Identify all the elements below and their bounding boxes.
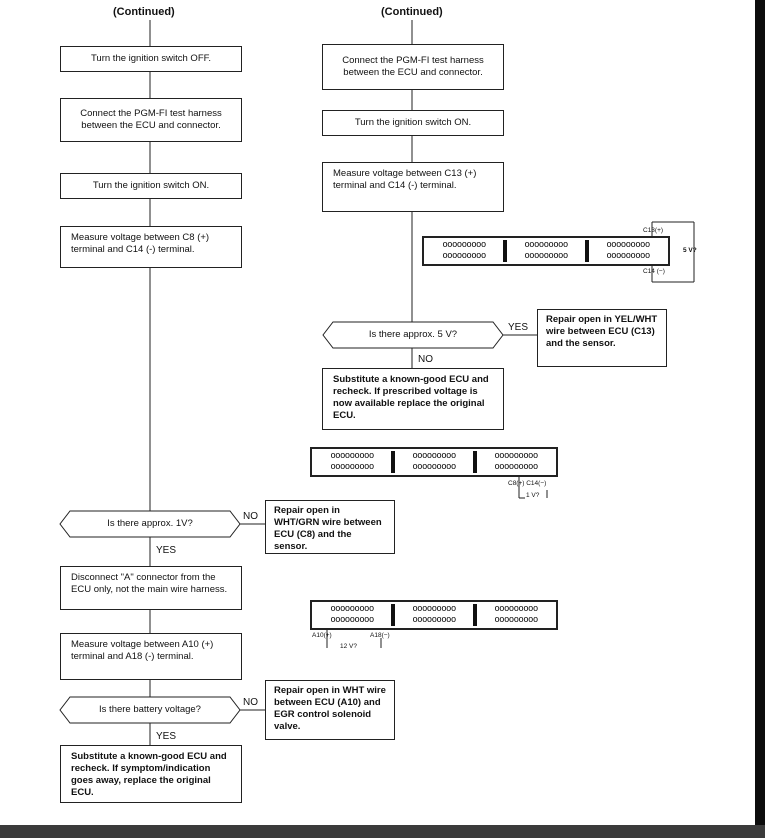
step-ignition-off: Turn the ignition switch OFF. — [60, 46, 242, 72]
a10-label: A10(+) — [312, 632, 332, 639]
repair-wht-grn-wire: Repair open in WHT/GRN wire between ECU … — [265, 500, 395, 554]
c8-c14-label: C8(+) C14(−) — [508, 480, 547, 487]
step-measure-c13-c14: Measure voltage between C13 (+) terminal… — [322, 162, 504, 212]
step-disconnect-a: Disconnect "A" connector from the ECU on… — [60, 566, 242, 610]
flowchart-lines — [59, 20, 695, 745]
page-border-bottom — [0, 825, 765, 838]
decision-battery: Is there battery voltage? — [99, 704, 201, 715]
repair-yel-wht-wire: Repair open in YEL/WHT wire between ECU … — [537, 309, 667, 367]
voltage-1v: 1 V? — [526, 492, 540, 499]
no-label-battery: NO — [243, 697, 258, 708]
yes-label-1v: YES — [156, 545, 177, 556]
c14-label: C14 (−) — [643, 268, 665, 275]
step-connect-harness: Connect the PGM-FI test harness between … — [60, 98, 242, 142]
yes-label-battery: YES — [156, 731, 177, 742]
yes-label-5v: YES — [508, 322, 529, 333]
page-border-right — [755, 0, 765, 838]
substitute-ecu-right: Substitute a known-good ECU and recheck.… — [322, 368, 504, 430]
no-label-5v: NO — [418, 354, 433, 365]
step-measure-a10-a18: Measure voltage between A10 (+) terminal… — [60, 633, 242, 680]
repair-wht-wire: Repair open in WHT wire between ECU (A10… — [265, 680, 395, 740]
decision-1v: Is there approx. 1V? — [107, 518, 193, 529]
substitute-ecu-left: Substitute a known-good ECU and recheck.… — [60, 745, 242, 803]
a18-label: A18(−) — [370, 632, 390, 639]
step-connect-harness-right: Connect the PGM-FI test harness between … — [322, 44, 504, 90]
left-header: (Continued) — [113, 6, 175, 18]
step-ignition-on-right: Turn the ignition switch ON. — [322, 110, 504, 136]
decision-5v: Is there approx. 5 V? — [368, 329, 458, 340]
voltage-5v: 5 V? — [683, 247, 697, 254]
voltage-12v: 12 V? — [340, 643, 357, 650]
right-header: (Continued) — [381, 6, 443, 18]
step-ignition-on: Turn the ignition switch ON. — [60, 173, 242, 199]
step-measure-c8-c14: Measure voltage between C8 (+) terminal … — [60, 226, 242, 268]
c13-label: C13(+) — [643, 227, 664, 234]
no-label-1v: NO — [243, 511, 258, 522]
